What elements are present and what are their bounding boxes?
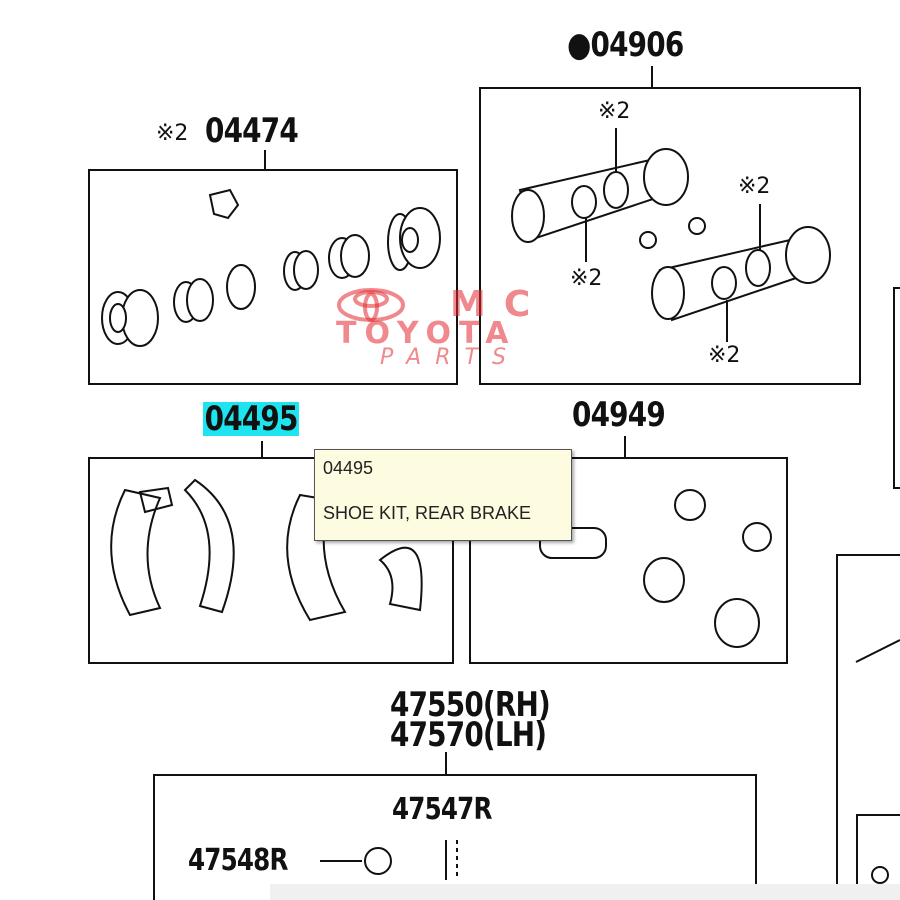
horizontal-scrollbar[interactable]	[270, 884, 900, 900]
tooltip-part-code: 04495	[323, 458, 374, 478]
part-tooltip: 04495 SHOE KIT, REAR BRAKE	[314, 449, 572, 541]
box-04474	[88, 169, 458, 385]
parts-04949	[539, 489, 772, 648]
part-number-47548r[interactable]: 47548R	[188, 843, 288, 878]
mark-04906-d: ※2	[708, 343, 741, 368]
box-04949	[469, 457, 788, 664]
box-47550	[153, 774, 757, 900]
part-number-47570-lh[interactable]: 47570(LH)	[390, 715, 547, 755]
box-04495	[88, 457, 454, 664]
part-number-04906[interactable]: ●04906	[567, 25, 684, 65]
mark-04906-b: ※2	[738, 174, 771, 199]
part-number-04495[interactable]: 04495	[203, 399, 300, 439]
parts-04474	[101, 188, 441, 347]
mark-04906-c: ※2	[570, 266, 603, 291]
box-04906	[479, 87, 861, 385]
tooltip-description: SHOE KIT, REAR BRAKE	[323, 503, 532, 523]
mark-04474: ※2	[156, 121, 189, 146]
part-number-04949[interactable]: 04949	[572, 395, 666, 435]
parts-04906	[511, 128, 831, 342]
part-number-47547r[interactable]: 47547R	[392, 792, 492, 827]
part-number-47550-rh[interactable]: 47550(RH)	[390, 685, 551, 725]
mark-04906-a: ※2	[598, 99, 631, 124]
part-number-04474[interactable]: 04474	[205, 111, 299, 151]
